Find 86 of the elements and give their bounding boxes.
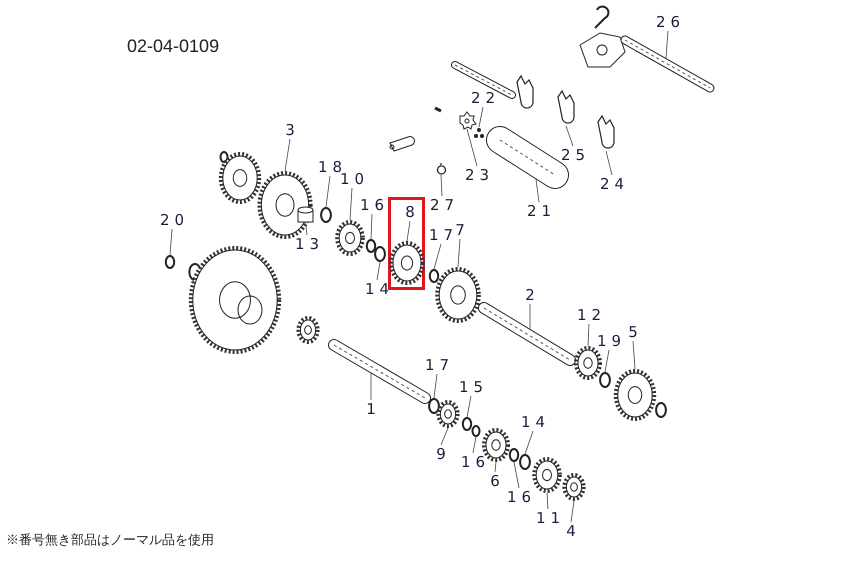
- leader-line: [588, 324, 590, 346]
- leader-line: [440, 428, 448, 446]
- washer-drawing: [320, 207, 332, 223]
- leader-line: [305, 222, 308, 236]
- callout-number: 24: [594, 175, 630, 193]
- leader-line: [284, 138, 290, 172]
- leader-line: [326, 176, 330, 208]
- pin-drawing: [474, 128, 484, 138]
- callout-number: 16: [354, 196, 390, 214]
- shift-shaft-drawing: [620, 36, 714, 92]
- leader-line: [466, 128, 478, 166]
- spring-drawing: [436, 163, 446, 174]
- leader-line: [466, 396, 472, 418]
- callout-number: 1: [361, 400, 381, 418]
- callout-number: 6: [485, 472, 505, 490]
- washer-drawing: [374, 246, 386, 262]
- callout-number: 25: [556, 146, 590, 164]
- leader-line: [546, 492, 548, 510]
- washer-drawing: [366, 239, 376, 253]
- callout-number: 17: [424, 226, 458, 244]
- leader-line: [536, 179, 540, 202]
- leader-line: [370, 214, 372, 240]
- note-text: ※番号無き部品はノーマル品を使用: [6, 531, 214, 549]
- gear-drawing: [532, 457, 562, 493]
- leader-line: [570, 500, 574, 522]
- callout-number: 2: [520, 286, 540, 304]
- gear-drawing: [436, 400, 460, 428]
- callout-number: 17: [420, 356, 454, 374]
- leader-line: [370, 373, 372, 400]
- callout-number: 8: [400, 203, 420, 221]
- washer-drawing: [428, 398, 440, 414]
- shift-fork-drawing: [597, 115, 615, 149]
- callout-number: 21: [522, 202, 556, 220]
- leader-line: [376, 262, 380, 280]
- callout-number: 15: [454, 378, 488, 396]
- callout-number: 23: [460, 166, 494, 184]
- diagram-title: 02-04-0109: [127, 36, 220, 57]
- highlight-frame: [388, 197, 425, 290]
- leader-line: [472, 436, 476, 454]
- shift-fork-drawing: [557, 90, 575, 124]
- washer-drawing: [462, 417, 472, 431]
- callout-number: 14: [360, 280, 394, 298]
- callout-number: 16: [502, 488, 536, 506]
- leader-line: [170, 228, 172, 256]
- leader-line: [606, 150, 612, 176]
- callout-number: 27: [424, 196, 460, 214]
- leader-line: [524, 430, 534, 454]
- washer-drawing: [508, 448, 520, 462]
- callout-number: 14: [516, 413, 550, 431]
- bushing-drawing: [298, 206, 314, 222]
- leader-line: [566, 126, 574, 146]
- leader-line: [458, 238, 460, 268]
- leader-line: [434, 374, 438, 398]
- callout-number: 3: [280, 121, 300, 139]
- gear-drawing: [482, 428, 510, 462]
- callout-number: 12: [572, 306, 606, 324]
- callout-number: 16: [456, 453, 490, 471]
- callout-number: 20: [154, 211, 190, 229]
- gear-drawing: [435, 267, 481, 323]
- washer-drawing: [519, 454, 531, 470]
- leader-line: [350, 188, 352, 220]
- leader-line: [494, 462, 496, 472]
- washer-drawing: [472, 425, 480, 437]
- star-plate-drawing: [460, 111, 477, 130]
- gear-drawing: [614, 369, 656, 421]
- leader-line: [666, 30, 668, 58]
- washer-drawing: [599, 372, 611, 388]
- leader-line: [478, 106, 484, 128]
- washer-drawing: [428, 269, 440, 283]
- washer-drawing: [164, 255, 176, 269]
- gear-drawing: [257, 171, 313, 239]
- callout-number: 9: [431, 445, 451, 463]
- leader-line: [632, 340, 636, 370]
- leader-line: [434, 244, 442, 270]
- callout-number: 13: [290, 235, 324, 253]
- leader-line: [604, 350, 610, 372]
- leader-line: [514, 462, 520, 488]
- shaft-drawing: [478, 302, 576, 366]
- callout-number: 22: [466, 89, 500, 107]
- callout-number: 26: [650, 13, 686, 31]
- leader-line: [440, 174, 442, 196]
- gear-drawing: [562, 473, 586, 501]
- gear-drawing: [389, 241, 425, 285]
- leader-line: [406, 220, 410, 242]
- gear-drawing: [574, 346, 602, 380]
- gear-drawing: [335, 220, 365, 256]
